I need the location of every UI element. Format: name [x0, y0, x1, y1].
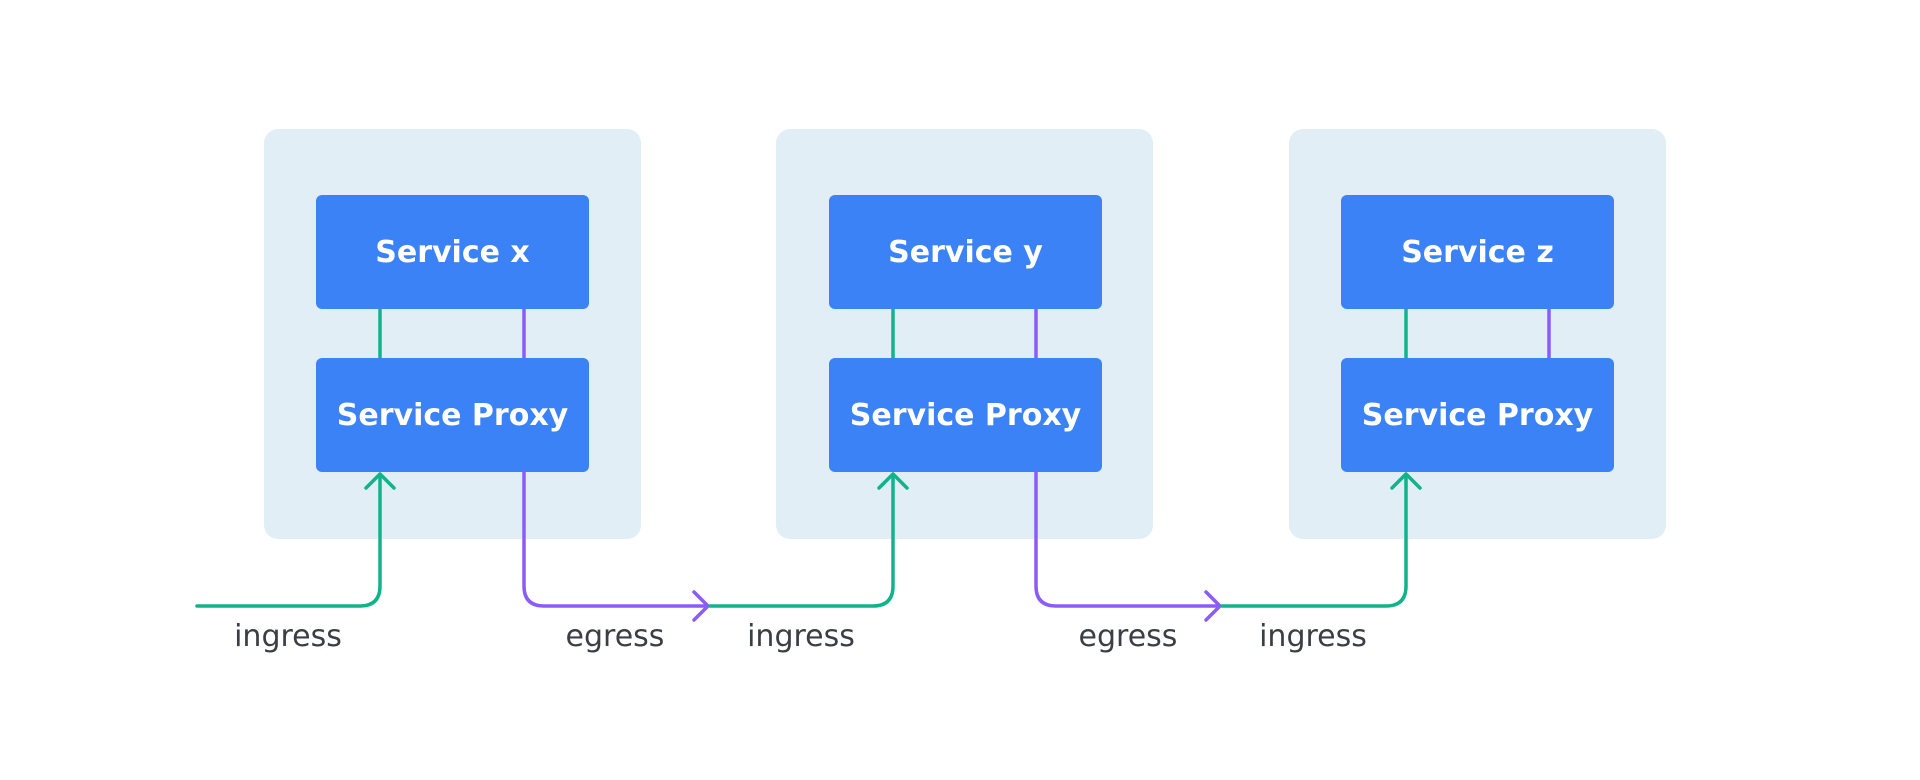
- service-label: Service z: [1401, 235, 1554, 270]
- service-pod-y: Service y Service Proxy: [776, 129, 1153, 539]
- ingress-arrow-head: [877, 472, 909, 490]
- flow-labels: ingress egress ingress egress ingress: [234, 619, 1367, 654]
- egress-arrow-head: [1204, 590, 1222, 622]
- ingress-flow-path: [1220, 475, 1408, 608]
- ingress-arrow-head: [364, 472, 396, 490]
- ingress-label: ingress: [234, 619, 342, 654]
- pod-panel: [776, 129, 1153, 539]
- egress-flow-path: [522, 470, 707, 608]
- service-proxy-box: [829, 358, 1102, 472]
- egress-flow-path: [1034, 470, 1219, 608]
- ingress-label: ingress: [1259, 619, 1367, 654]
- egress-label: egress: [1079, 619, 1178, 654]
- service-pod-z: Service z Service Proxy: [1289, 129, 1666, 539]
- service-proxy-box: [316, 358, 589, 472]
- service-label: Service x: [375, 235, 530, 270]
- ingress-flow-path: [195, 475, 382, 608]
- pod-panel: [264, 129, 641, 539]
- service-proxy-label: Service Proxy: [850, 398, 1082, 433]
- service-box: [829, 195, 1102, 309]
- service-box: [1341, 195, 1614, 309]
- service-proxy-box: [1341, 358, 1614, 472]
- traffic-flow: [195, 470, 1422, 622]
- service-proxy-label: Service Proxy: [1362, 398, 1594, 433]
- service-proxy-label: Service Proxy: [337, 398, 569, 433]
- service-label: Service y: [888, 235, 1043, 270]
- service-box: [316, 195, 589, 309]
- egress-arrow-head: [692, 590, 710, 622]
- service-pod-x: Service x Service Proxy: [264, 129, 641, 539]
- ingress-arrow-head: [1390, 472, 1422, 490]
- pod-panel: [1289, 129, 1666, 539]
- ingress-flow-path: [708, 475, 895, 608]
- egress-label: egress: [566, 619, 665, 654]
- ingress-label: ingress: [747, 619, 855, 654]
